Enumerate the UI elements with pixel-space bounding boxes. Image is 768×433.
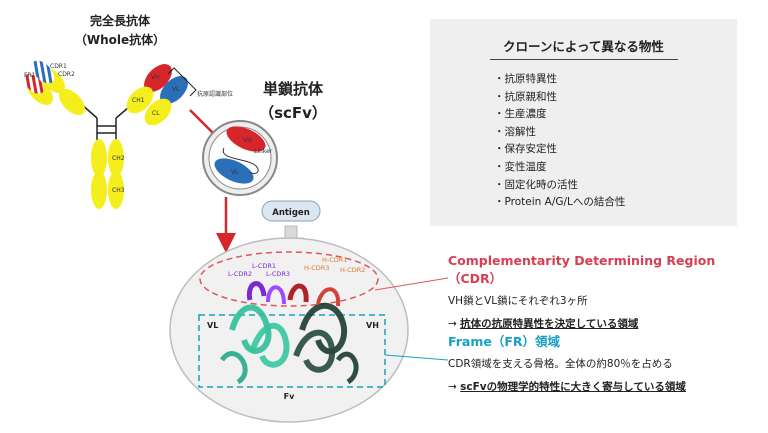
left-vl-striped	[24, 74, 44, 94]
right-ch2	[108, 139, 124, 177]
scfv-title-line2: （scFv）	[259, 104, 327, 122]
scfv-vh-label: VH	[243, 137, 252, 144]
whole-antibody: FR1 CDR1 CDR2 VH VL CH1 CL 抗原認識部位 CH2 CH…	[24, 60, 233, 209]
fr1-label: FR1	[24, 72, 36, 79]
fr-region-outline	[198, 314, 386, 388]
h-cdr3-label: H-CDR3	[304, 264, 329, 272]
fr-leader-line	[384, 354, 449, 361]
right-vh	[144, 64, 172, 92]
scfv-vl-label: VL	[231, 169, 239, 176]
cl-label: CL	[152, 110, 160, 117]
list-item: ・溶解性	[494, 125, 536, 138]
ch3-label: CH3	[112, 187, 125, 194]
l-cdr1-label: L-CDR1	[252, 262, 276, 270]
vl-label: VL	[207, 321, 218, 330]
property-list: ・抗原特異性 ・抗原親和性 ・生産濃度 ・溶解性 ・保存安定性 ・変性温度 ・固…	[494, 71, 625, 212]
cdr-description: Complementarity Determining Region（CDR） …	[448, 253, 763, 331]
l-cdr2-label: L-CDR2	[228, 270, 252, 278]
list-item: ・Protein A/G/Lへの結合性	[494, 196, 626, 209]
cdr1-label: CDR1	[50, 63, 67, 70]
cdr-leader-line	[374, 277, 449, 291]
left-ch3	[91, 171, 107, 209]
right-vh-label: VH	[151, 74, 160, 81]
h-cdr2-label: H-CDR2	[340, 266, 365, 274]
cdr-title: Complementarity Determining Region（CDR）	[448, 253, 716, 286]
ch2-label: CH2	[112, 155, 125, 162]
panel-title: クローンによって異なる物性	[503, 39, 664, 54]
cdr-arrow: →	[448, 318, 461, 330]
antigen-badge	[261, 200, 321, 222]
properties-panel: クローンによって異なる物性 ・抗原特異性 ・抗原親和性 ・生産濃度 ・溶解性 ・…	[430, 19, 737, 226]
fr-description: Frame（FR）領域 CDR領域を支える骨格。全体の約80％を占める → sc…	[448, 331, 763, 394]
right-vl-label: VL	[172, 86, 180, 93]
scfv-vl	[214, 158, 254, 184]
whole-antibody-title-line1: 完全長抗体	[89, 14, 150, 28]
h-cdr1-label: H-CDR1	[322, 256, 347, 264]
cdr-region-outline	[199, 251, 379, 307]
fr-line1: CDR領域を支える骨格。全体の約80％を占める	[448, 358, 673, 370]
vh-label: VH	[366, 321, 379, 330]
antigen-site-label: 抗原認識部位	[197, 90, 233, 98]
antigen-label: Antigen	[272, 208, 310, 218]
l-cdr3-label: L-CDR3	[266, 270, 290, 278]
scfv-title-line1: 単鎖抗体	[262, 80, 323, 98]
whole-antibody-title-line2: （Whole抗体）	[74, 33, 166, 47]
left-vh-striped	[31, 60, 55, 84]
fr-arrow: →	[448, 381, 461, 393]
fr-line2: scFvの物理学的特性に大きく寄与している領域	[460, 381, 686, 393]
fr-title: Frame（FR）領域	[448, 334, 561, 349]
cdr2-label: CDR2	[58, 71, 75, 78]
scfv-vh	[226, 126, 266, 152]
left-ch1	[59, 89, 85, 115]
list-item: ・抗原親和性	[494, 90, 557, 103]
fv-structure: L-CDR2 L-CDR1 L-CDR3 H-CDR3 H-CDR1 H-CDR…	[169, 237, 409, 423]
panel-divider	[490, 59, 678, 60]
list-item: ・保存安定性	[494, 143, 557, 156]
list-item: ・変性温度	[494, 160, 547, 173]
list-item: ・抗原特異性	[494, 73, 557, 85]
right-ch3	[108, 171, 124, 209]
fv-label: Fv	[284, 392, 295, 401]
scfv-diagram: VH VL Linker	[202, 120, 278, 196]
cdr-line2: 抗体の抗原特異性を決定している領域	[460, 318, 639, 330]
right-vl	[160, 76, 188, 104]
linker-label: Linker	[254, 148, 273, 155]
right-ch1	[126, 86, 154, 114]
right-cl	[144, 98, 172, 126]
cdr-line2-row: → 抗体の抗原特異性を決定している領域	[448, 312, 763, 331]
fr-line2-row: → scFvの物理学的特性に大きく寄与している領域	[448, 375, 763, 394]
left-ch2	[91, 139, 107, 177]
list-item: ・生産濃度	[494, 108, 547, 121]
scfv-title: 単鎖抗体 （scFv）	[248, 78, 338, 123]
whole-antibody-title: 完全長抗体 （Whole抗体）	[60, 12, 180, 48]
cdr-line1: VH鎖とVL鎖にそれぞれ3ヶ所	[448, 295, 588, 307]
ch1-label: CH1	[132, 97, 145, 104]
list-item: ・固定化時の活性	[494, 178, 578, 191]
